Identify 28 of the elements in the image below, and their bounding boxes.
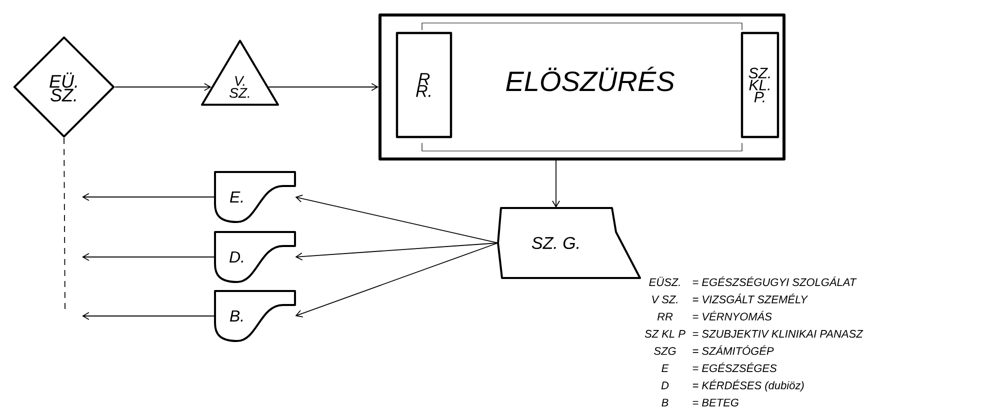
definition: = EGÉSZSÉGUGYI SZOLGÁLAT xyxy=(692,276,857,286)
arrow xyxy=(114,83,212,91)
triangle: V. SZ. xyxy=(201,40,279,106)
abbreviation: D xyxy=(661,382,669,390)
arrow xyxy=(82,312,216,320)
arrow xyxy=(82,193,216,201)
definition: = VIZSGÁLT SZEMÉLY xyxy=(692,294,808,304)
abbreviation: SZG xyxy=(654,347,676,355)
abbreviation: EÜSZ. xyxy=(649,276,680,286)
definition: = KÉRDÉSES (dubiöz) xyxy=(692,380,804,392)
arrow xyxy=(552,160,560,208)
abbreviation: E xyxy=(662,364,669,372)
arrow xyxy=(295,194,498,244)
definition: = SZÁMITÓGÉP xyxy=(692,345,774,355)
abbreviation: RR xyxy=(657,312,673,320)
definition: = VÉRNYOMÁS xyxy=(692,310,772,320)
inner-box: R R. xyxy=(396,32,452,138)
abbreviation: SZ KL P xyxy=(644,330,686,338)
arrow xyxy=(295,242,498,260)
arrow xyxy=(82,253,216,261)
definition: = SZUBJEKTIV KLINIKAI PANASZ xyxy=(692,330,864,338)
definition: = EGÉSZSÉGES xyxy=(692,362,777,372)
arrow xyxy=(268,83,378,91)
inner-box: SZ. KL. P. xyxy=(740,32,780,138)
abbreviation: B xyxy=(662,398,668,406)
abbreviation: V SZ. xyxy=(652,296,678,304)
arrow xyxy=(295,242,498,318)
definition: = BETEG xyxy=(692,398,738,406)
